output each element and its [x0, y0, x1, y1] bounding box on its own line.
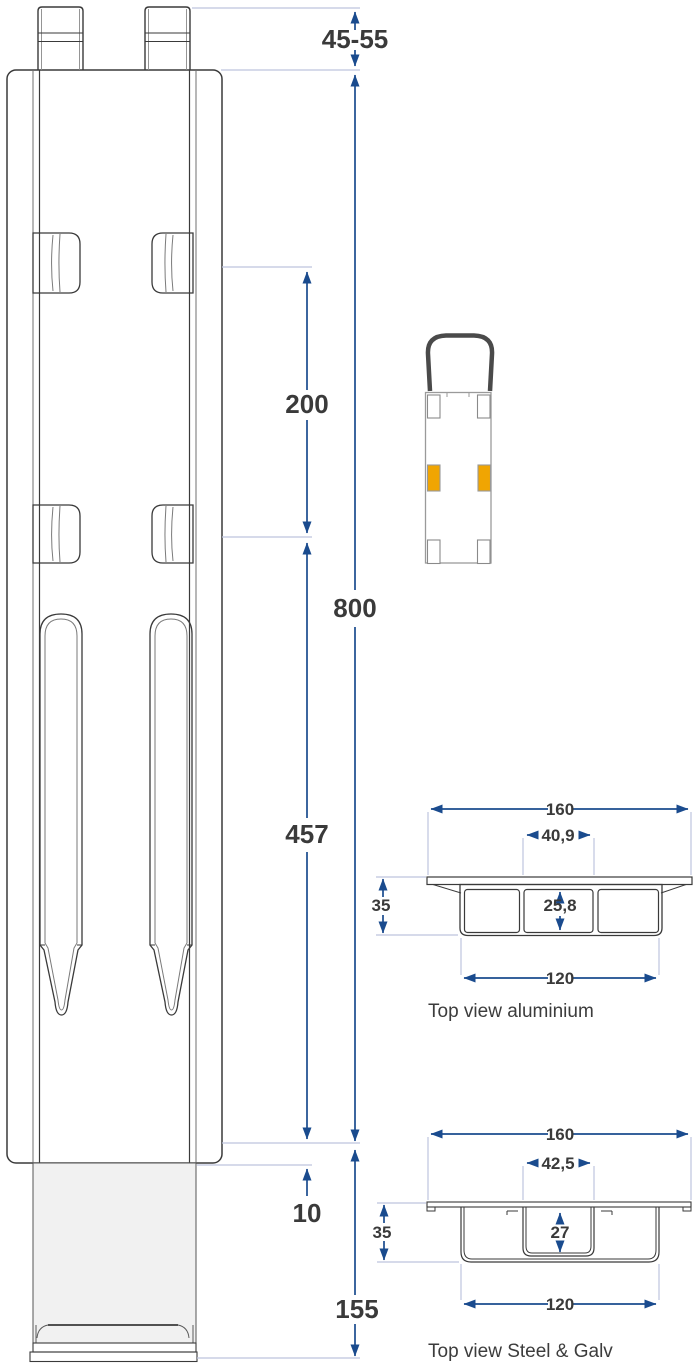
steel-dim-inner-height: 27 — [551, 1223, 570, 1242]
head-corner-bl — [426, 539, 441, 565]
steel-channel-inner — [463, 1207, 657, 1260]
steel-section-view: 160 42,5 35 27 120 Top view Steel & Galv — [373, 1125, 692, 1362]
steel-hat-inner — [525, 1207, 592, 1254]
top-prong-right — [144, 6, 191, 70]
inner-post-inner-edges — [38, 70, 191, 1325]
steel-plate — [426, 1201, 692, 1208]
steel-channel-outer — [460, 1207, 660, 1263]
alu-caption: Top view aluminium — [428, 1001, 594, 1022]
elevation-view — [6, 6, 223, 1363]
steel-caption: Top view Steel & Galv — [428, 1341, 613, 1362]
alu-dim-height: 35 — [372, 896, 391, 915]
head-corner-tr — [476, 394, 491, 419]
long-slot-right — [149, 613, 193, 1016]
reflector-left — [426, 464, 441, 492]
alu-dim-slot-width: 40,9 — [541, 826, 574, 845]
steel-dim-height: 35 — [373, 1223, 392, 1242]
head-hoop — [425, 333, 495, 392]
alu-dim-width: 160 — [546, 800, 574, 819]
dim-base-height: 155 — [335, 1294, 378, 1324]
hook-slot-row-2 — [32, 504, 194, 564]
post-base — [29, 1324, 198, 1363]
alu-flange — [426, 876, 693, 886]
dim-slot-length: 457 — [285, 819, 328, 849]
steel-plate-tab-right — [682, 1206, 692, 1212]
alu-section-view: 160 40,9 35 25,8 120 Top view aluminium — [372, 800, 693, 1022]
head-corner-br — [476, 539, 491, 565]
alu-dim-inner-height: 25,8 — [543, 896, 576, 915]
dim-top-range: 45-55 — [322, 24, 389, 54]
steel-dim-slot-width: 42,5 — [541, 1154, 574, 1173]
long-slot-left — [39, 613, 83, 1016]
steel-plate-tab-left — [426, 1206, 436, 1212]
alu-hole-left — [463, 888, 521, 934]
steel-hat-outer — [522, 1207, 595, 1257]
hook-slot-row-1 — [32, 232, 194, 294]
steel-dim-width: 160 — [546, 1125, 574, 1144]
alu-hole-right — [597, 888, 660, 934]
dim-gap: 10 — [293, 1198, 322, 1228]
post-head-top-view — [424, 333, 495, 565]
dim-hole-spacing: 200 — [285, 389, 328, 419]
dim-overall-height: 800 — [333, 593, 376, 623]
alu-hole-middle — [523, 888, 594, 934]
head-corner-tl — [426, 394, 441, 419]
elevation-dimensions: 45-55 800 155 200 457 10 — [285, 11, 389, 1357]
alu-dim-body-width: 120 — [546, 969, 574, 988]
extension-lines — [192, 7, 360, 1359]
inner-post-lower — [32, 1162, 197, 1344]
reflector-right — [477, 464, 492, 492]
steel-dim-body-width: 120 — [546, 1295, 574, 1314]
alu-body — [459, 883, 663, 937]
top-prong-left — [37, 6, 84, 70]
